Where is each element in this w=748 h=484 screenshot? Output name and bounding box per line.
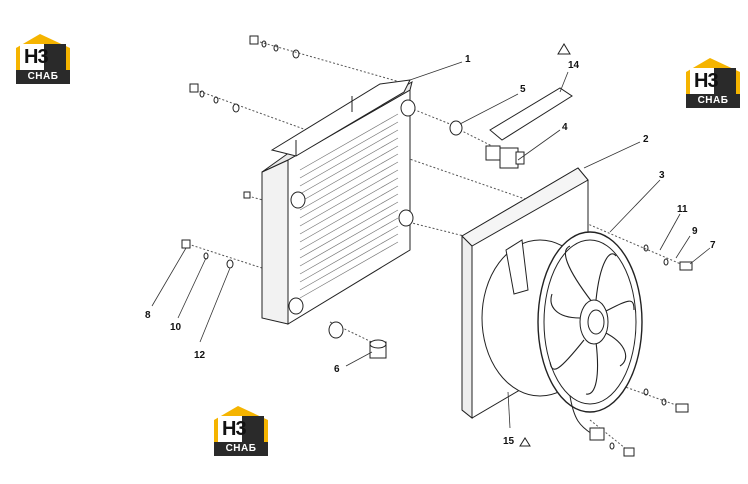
callout-9: 9 [692, 226, 698, 237]
logo-roof-icon [214, 406, 268, 444]
temperature-sensor [485, 145, 525, 169]
drain-plug [328, 321, 387, 359]
callout-10: 10 [170, 322, 182, 333]
callout-labels: 1 2 3 4 5 6 7 8 9 10 11 12 14 15 [145, 54, 716, 447]
callout-7: 7 [710, 240, 716, 251]
callout-15: 15 [503, 436, 515, 447]
radiator-fins [299, 113, 399, 299]
callout-1: 1 [465, 54, 471, 65]
callout-2: 2 [643, 134, 649, 145]
logo-subtext: СНАБ [16, 70, 70, 84]
o-ring [449, 120, 463, 136]
logo-subtext: СНАБ [214, 442, 268, 456]
callout-5: 5 [520, 84, 526, 95]
fasteners [181, 35, 693, 457]
brand-logo-top-left: H3 СНАБ [16, 34, 70, 84]
logo-text: H3 [222, 418, 247, 440]
callout-11: 11 [677, 204, 688, 215]
electric-fan [537, 231, 643, 441]
callout-8: 8 [145, 310, 151, 321]
callout-4: 4 [562, 122, 568, 133]
leader-lines [151, 61, 711, 429]
warning-triangle-icon [519, 437, 531, 447]
logo-text: H3 [694, 70, 719, 92]
warning-triangle-icon [557, 43, 571, 55]
callout-12: 12 [194, 350, 206, 361]
logo-text: H3 [24, 46, 49, 68]
brand-logo-top-right: H3 СНАБ [686, 58, 740, 108]
logo-roof-icon [16, 34, 70, 72]
logo-roof-icon [686, 58, 740, 96]
logo-subtext: СНАБ [686, 94, 740, 108]
warning-label [489, 87, 573, 141]
callout-6: 6 [334, 364, 340, 375]
radiator [261, 79, 416, 325]
callout-14: 14 [568, 60, 580, 71]
brand-logo-bottom-left: H3 СНАБ [214, 406, 268, 456]
callout-3: 3 [659, 170, 665, 181]
